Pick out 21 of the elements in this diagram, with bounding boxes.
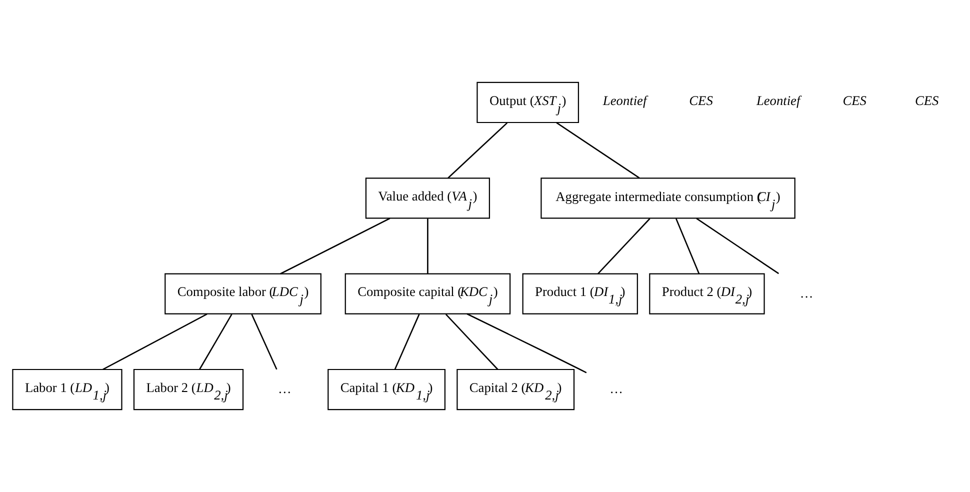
connector	[696, 218, 780, 274]
connector	[427, 218, 428, 274]
connector	[675, 218, 700, 274]
connector	[448, 122, 508, 178]
label: CES	[842, 92, 866, 108]
label: CES	[689, 92, 713, 108]
connector	[251, 314, 278, 370]
label: Leontief	[756, 92, 800, 108]
label: Leontief	[602, 92, 647, 108]
connector	[199, 314, 232, 370]
connector	[598, 218, 650, 274]
node-text: …	[800, 285, 814, 300]
connector	[466, 313, 587, 374]
label: CES	[915, 92, 939, 108]
connector	[102, 314, 208, 370]
connector	[280, 218, 390, 274]
connector	[556, 122, 640, 178]
node-text: …	[278, 380, 292, 396]
node-text: …	[610, 380, 623, 396]
connector	[445, 314, 498, 370]
connector	[394, 314, 420, 370]
